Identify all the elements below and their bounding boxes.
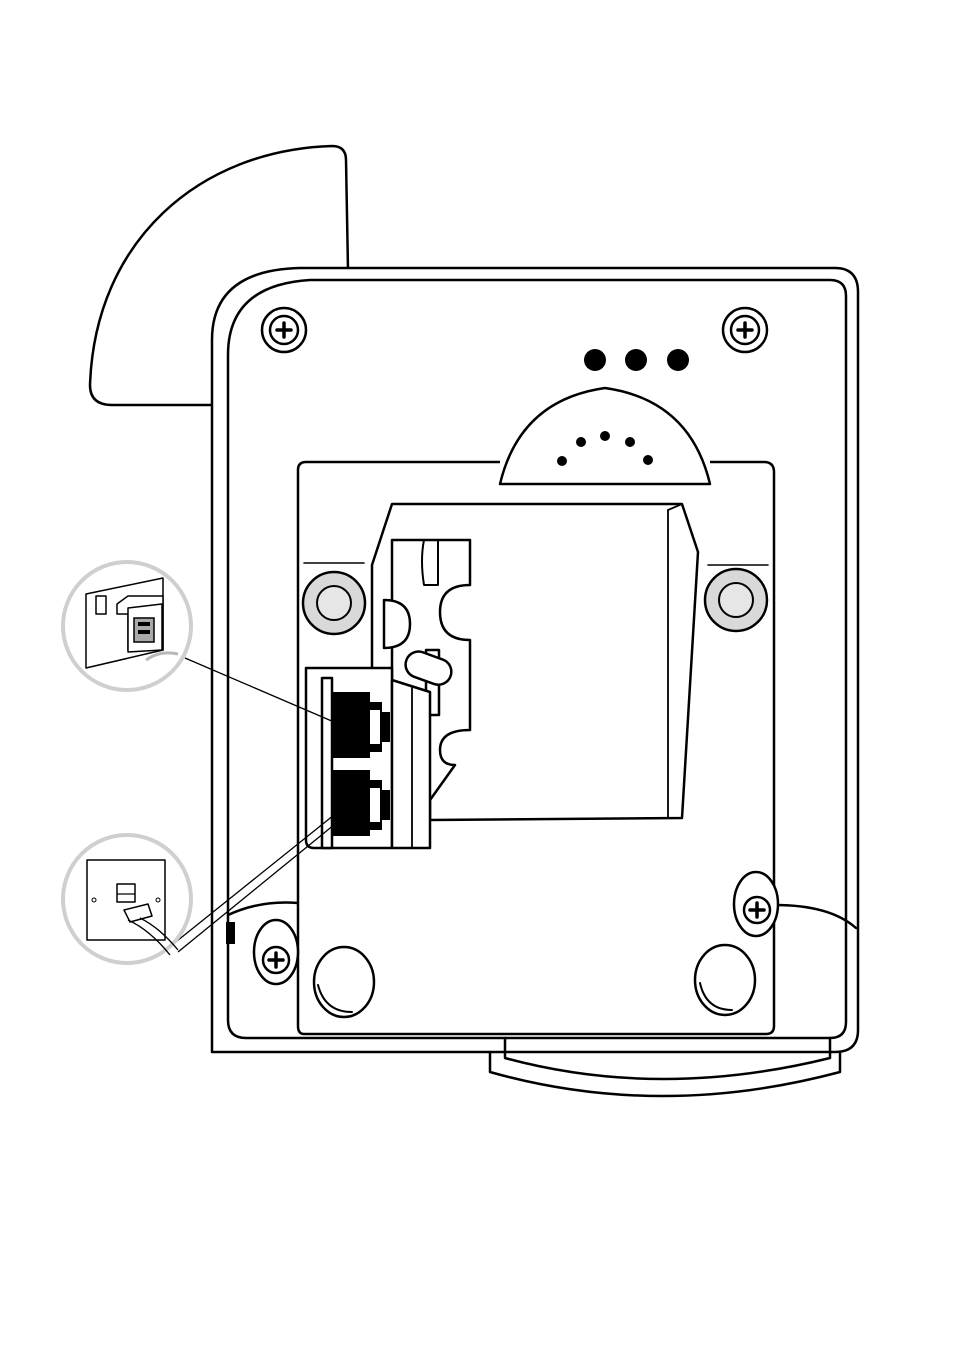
screw-lower-right: [734, 872, 778, 936]
screw-top-left: [262, 308, 306, 352]
rubber-foot-upper-right: [705, 569, 767, 631]
rubber-foot-upper-left: [303, 572, 365, 634]
indicator-dots: [584, 349, 689, 371]
rubber-foot-lower-left: [314, 947, 374, 1017]
screw-top-right: [723, 308, 767, 352]
rubber-foot-lower-right: [695, 945, 755, 1015]
base-bottom-skirt: [490, 1052, 840, 1096]
screw-lower-left: [254, 920, 298, 984]
left-edge-tab: [226, 922, 235, 944]
callout-wall-socket: [63, 835, 191, 963]
callout-mains-socket: [63, 562, 191, 690]
